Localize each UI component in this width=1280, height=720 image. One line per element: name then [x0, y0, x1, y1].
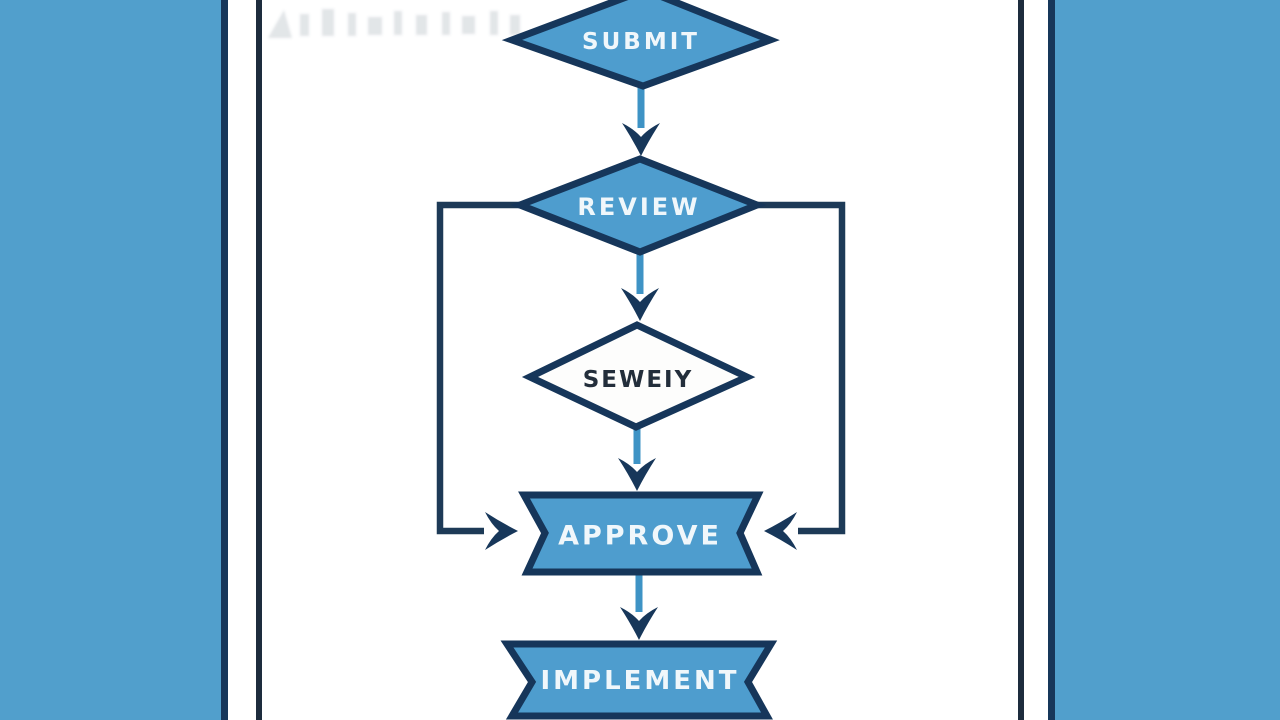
bypass-line-left — [436, 201, 522, 535]
implement-banner-shape — [500, 640, 778, 720]
node-review: REVIEW — [510, 155, 767, 256]
node-implement: IMPLEMENT — [500, 640, 778, 720]
bypass-line-right — [755, 201, 846, 535]
arrowhead-right-into-approve — [764, 512, 797, 550]
ghost-marks — [268, 9, 520, 38]
left-blue-panel — [0, 0, 222, 720]
frame-line-right — [1018, 0, 1024, 720]
approve-banner-shape — [518, 491, 764, 576]
right-panel-edge — [1048, 0, 1055, 720]
severity-diamond-shape — [521, 321, 756, 431]
node-label-severity: SEWEIY — [583, 367, 694, 393]
arrowhead-left-into-approve — [485, 512, 518, 550]
node-label-approve: APPROVE — [558, 521, 722, 552]
review-diamond-shape — [510, 155, 767, 256]
right-blue-panel — [1054, 0, 1280, 720]
node-severity: SEWEIY — [521, 321, 756, 431]
frame-line-left — [256, 0, 262, 720]
node-label-review: REVIEW — [577, 193, 700, 221]
submit-diamond-shape — [501, 0, 780, 90]
node-label-submit: SUBMIT — [582, 29, 700, 55]
node-label-implement: IMPLEMENT — [540, 666, 739, 696]
node-submit: SUBMIT — [501, 0, 780, 90]
left-panel-edge — [221, 0, 228, 720]
node-approve: APPROVE — [518, 491, 764, 576]
